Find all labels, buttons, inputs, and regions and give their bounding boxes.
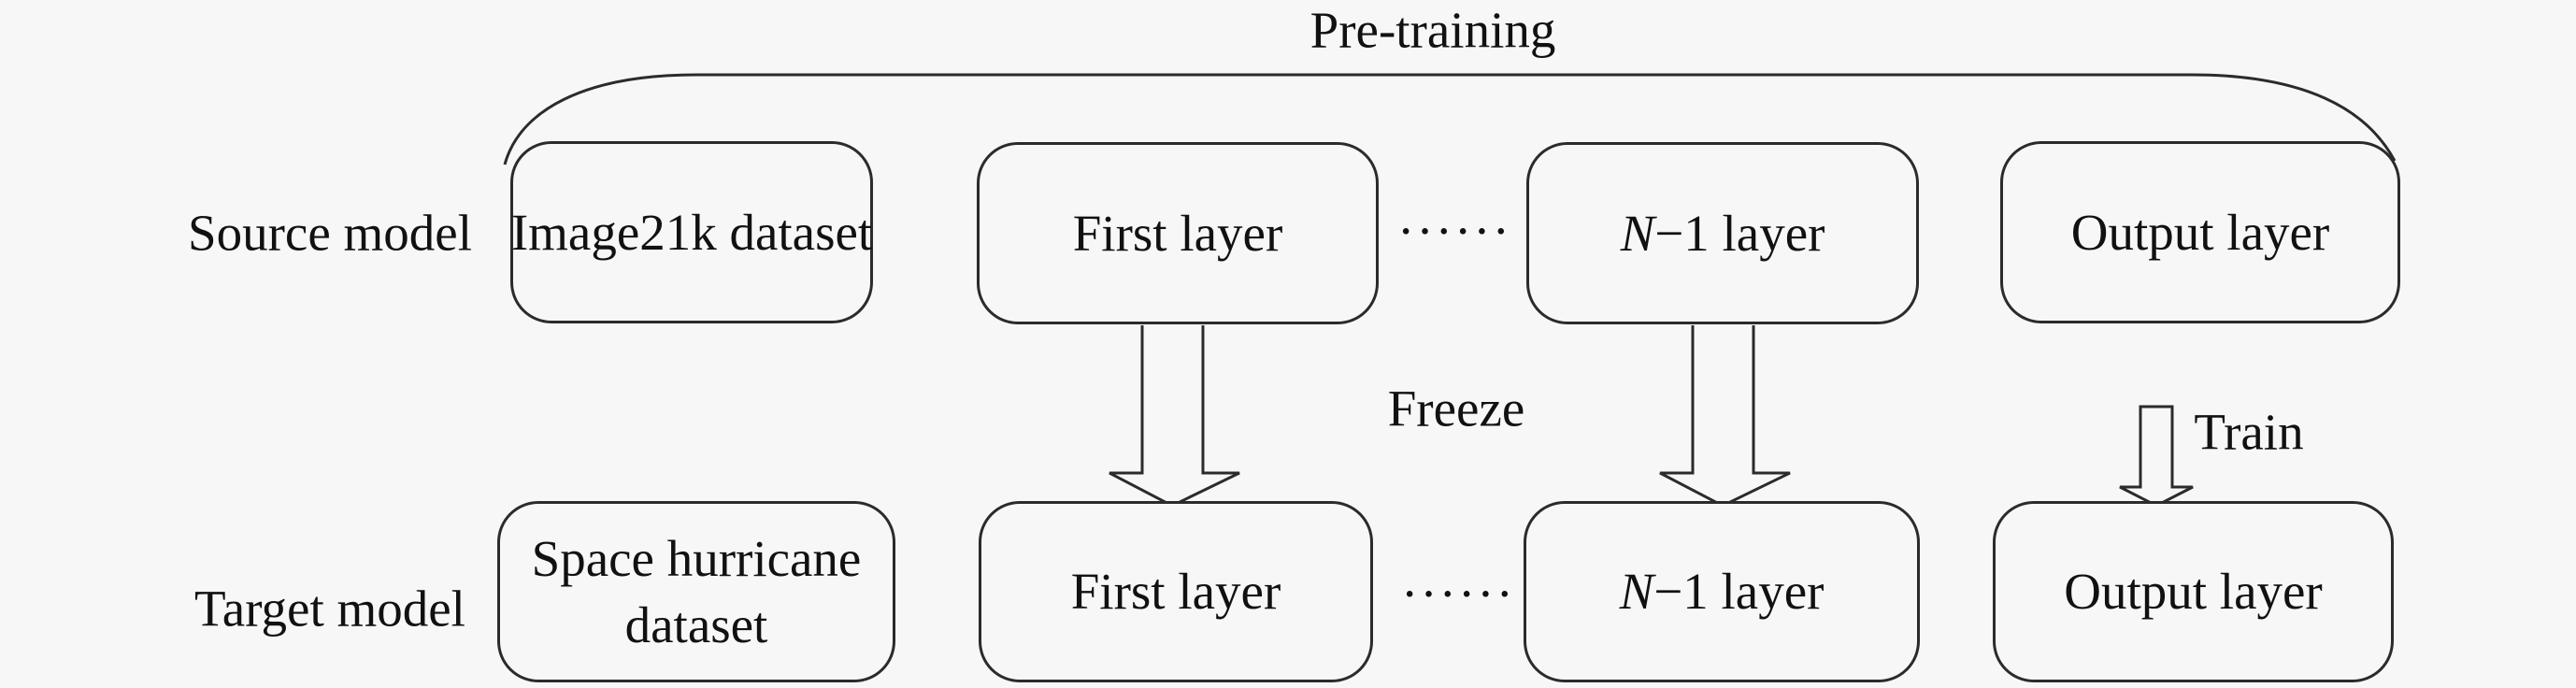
target-output-layer-box-label: Output layer [2064, 563, 2323, 621]
target-first-layer-box: First layer [979, 501, 1373, 682]
source-first-layer-box: First layer [977, 142, 1379, 324]
train-label: Train [2194, 403, 2304, 461]
target-model-row-label: Target model [194, 580, 465, 638]
n-symbol: N [1620, 204, 1655, 262]
source-n-minus-1-layer-box: N−1 layer [1526, 142, 1919, 324]
ellipsis-dots-target-row: ······ [1401, 565, 1515, 623]
pre-training-arc-line [503, 73, 2397, 165]
n-minus-1-suffix: −1 layer [1654, 204, 1825, 262]
freeze-label: Freeze [1387, 380, 1525, 437]
target-output-layer-box: Output layer [1993, 501, 2394, 682]
ellipsis-dots-source-row: ······ [1397, 202, 1511, 260]
source-output-layer-box-label: Output layer [2070, 203, 2330, 261]
target-first-layer-box-label: First layer [1070, 563, 1281, 621]
source-dataset-box-label: Image21k dataset [510, 203, 873, 261]
source-model-row-label: Source model [188, 204, 472, 262]
source-first-layer-box-label: First layer [1072, 204, 1283, 262]
pre-training-label: Pre-training [1309, 1, 1556, 59]
n-minus-1-suffix: −1 layer [1653, 563, 1825, 621]
target-dataset-box-label: Space hurricane dataset [531, 529, 862, 654]
source-dataset-box: Image21k dataset [510, 141, 873, 323]
n-symbol: N [1619, 563, 1654, 621]
target-dataset-box: Space hurricane dataset [497, 501, 895, 682]
source-output-layer-box: Output layer [2000, 141, 2400, 323]
freeze-arrow-first-layer-icon [1109, 325, 1240, 508]
target-n-minus-1-layer-box-label: N−1 layer [1620, 558, 1825, 625]
train-arrow-icon [2119, 405, 2194, 508]
freeze-arrow-n1-layer-icon [1659, 325, 1791, 508]
target-n-minus-1-layer-box: N−1 layer [1524, 501, 1920, 682]
source-n-minus-1-layer-box-label: N−1 layer [1621, 200, 1825, 267]
